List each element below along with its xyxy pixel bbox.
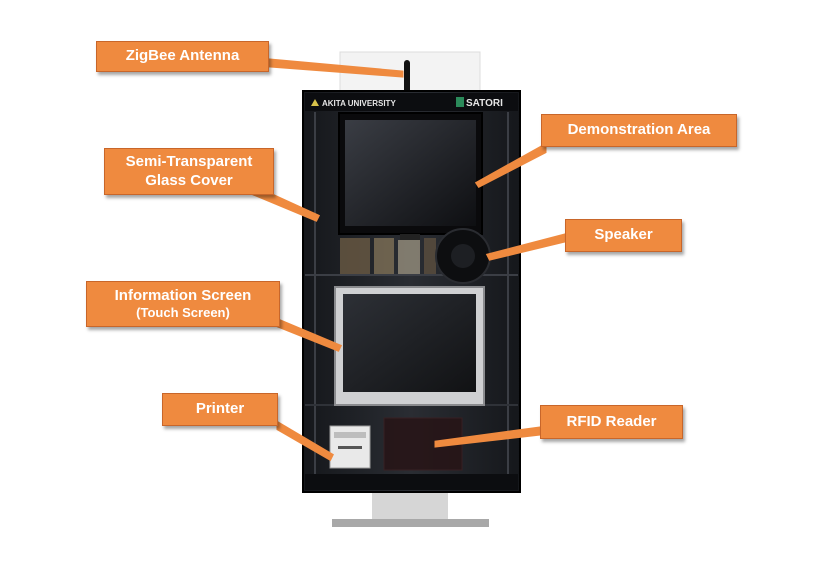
callout-speaker-label: Speaker: [594, 226, 653, 244]
leader-zigbee: [268, 58, 404, 78]
callout-speaker: Speaker: [565, 219, 682, 252]
callout-information-screen: Information Screen (Touch Screen): [86, 281, 280, 327]
callout-demo-label: Demonstration Area: [567, 121, 711, 139]
leader-lines: [241, 58, 567, 462]
callout-printer: Printer: [162, 393, 278, 426]
kiosk-header: [305, 93, 518, 111]
akita-logo-icon: [311, 99, 319, 106]
callout-glass-line1: Semi-Transparent: [125, 152, 253, 170]
callout-glass-line2: Glass Cover: [145, 171, 233, 189]
satori-logo-icon: [456, 97, 464, 107]
callout-rfid-reader: RFID Reader: [540, 405, 683, 439]
callout-rfid-label: RFID Reader: [566, 412, 657, 430]
callout-info-line2: (Touch Screen): [136, 305, 230, 321]
zigbee-antenna: [404, 60, 410, 98]
callout-demonstration-area: Demonstration Area: [541, 114, 737, 147]
demo-monitor-screen: [345, 120, 476, 226]
information-screen-display: [343, 294, 476, 392]
callout-glass-cover: Semi-Transparent Glass Cover: [104, 148, 274, 195]
callout-printer-label: Printer: [195, 400, 245, 418]
satori-logo-text: SATORI: [466, 98, 503, 109]
leader-printer: [276, 420, 334, 462]
callout-zigbee-label: ZigBee Antenna: [125, 47, 240, 65]
kiosk-stand-base: [332, 519, 489, 527]
akita-logo-text: AKITA UNIVERSITY: [322, 99, 396, 108]
callout-info-line1: Information Screen: [114, 286, 252, 304]
kiosk-stand-post: [372, 490, 448, 522]
callout-zigbee-antenna: ZigBee Antenna: [96, 41, 269, 72]
leader-demo: [474, 142, 547, 188]
